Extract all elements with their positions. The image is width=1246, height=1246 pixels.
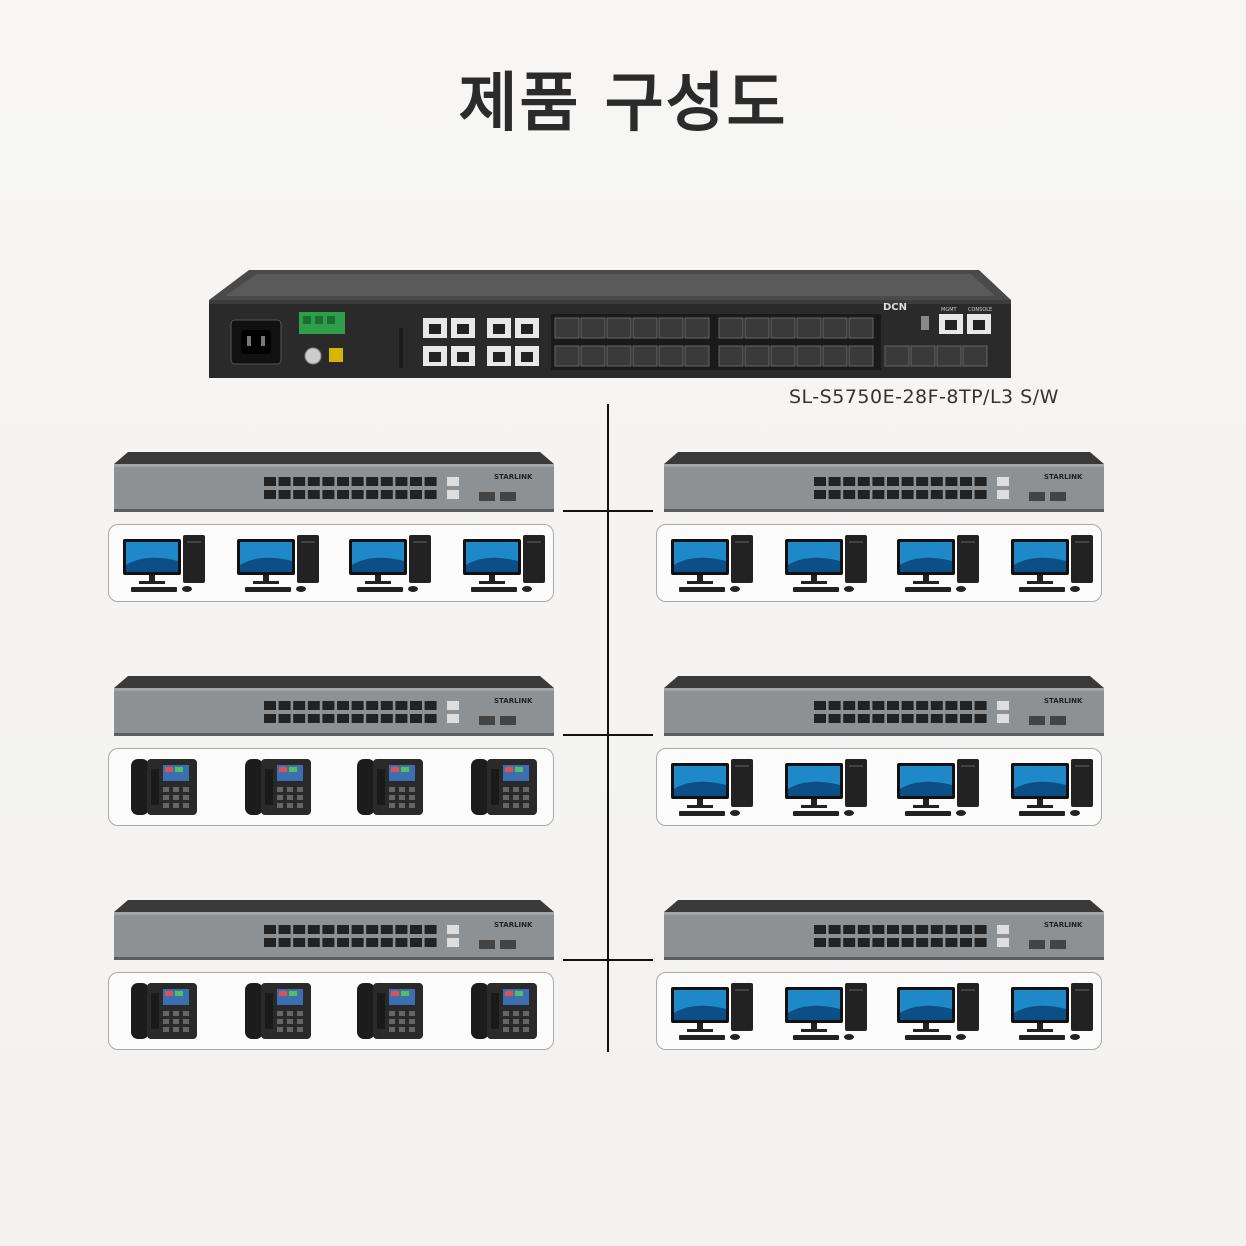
- access-switch-row1-left: STARLINK: [114, 452, 554, 512]
- ip-phone-icon: [121, 979, 211, 1045]
- page-title: 제품 구성도: [0, 52, 1246, 144]
- desktop-pc-icon: [669, 755, 759, 821]
- desktop-pc-icon: [895, 755, 985, 821]
- device-group-row2-left: [108, 748, 554, 826]
- core-brand: DCN: [883, 302, 907, 313]
- access-switch-row1-right: STARLINK: [664, 452, 1104, 512]
- desktop-pc-icon: [895, 531, 985, 597]
- core-console-port-label: CONSOLE: [968, 307, 992, 313]
- core-switch: [209, 270, 1011, 378]
- desktop-pc-icon: [347, 531, 437, 597]
- ip-phone-icon: [347, 755, 437, 821]
- desktop-pc-icon: [1009, 531, 1099, 597]
- link-line-row1: [563, 510, 653, 512]
- core-mgmt-port-label: MGMT: [941, 307, 957, 313]
- svg-text:STARLINK: STARLINK: [1044, 473, 1083, 481]
- desktop-pc-icon: [235, 531, 325, 597]
- ip-phone-icon: [461, 979, 551, 1045]
- desktop-pc-icon: [783, 531, 873, 597]
- device-group-row1-right: [656, 524, 1102, 602]
- ip-phone-icon: [347, 979, 437, 1045]
- desktop-pc-icon: [1009, 755, 1099, 821]
- svg-text:STARLINK: STARLINK: [1044, 921, 1083, 929]
- desktop-pc-icon: [783, 755, 873, 821]
- device-group-row1-left: [108, 524, 554, 602]
- svg-text:STARLINK: STARLINK: [494, 473, 533, 481]
- ip-phone-icon: [235, 979, 325, 1045]
- device-group-row3-left: [108, 972, 554, 1050]
- access-switch-row3-left: STARLINK: [114, 900, 554, 960]
- device-group-row2-right: [656, 748, 1102, 826]
- svg-text:STARLINK: STARLINK: [494, 921, 533, 929]
- desktop-pc-icon: [461, 531, 551, 597]
- desktop-pc-icon: [895, 979, 985, 1045]
- desktop-pc-icon: [669, 979, 759, 1045]
- link-line-row3: [563, 959, 653, 961]
- ip-phone-icon: [121, 755, 211, 821]
- desktop-pc-icon: [1009, 979, 1099, 1045]
- access-switch-row2-right: STARLINK: [664, 676, 1104, 736]
- device-group-row3-right: [656, 972, 1102, 1050]
- access-switch-row2-left: STARLINK: [114, 676, 554, 736]
- ip-phone-icon: [461, 755, 551, 821]
- core-switch-image: [209, 270, 1011, 378]
- desktop-pc-icon: [669, 531, 759, 597]
- svg-text:STARLINK: STARLINK: [494, 697, 533, 705]
- core-switch-model-label: SL-S5750E-28F-8TP/L3 S/W: [789, 386, 1059, 408]
- ip-phone-icon: [235, 755, 325, 821]
- svg-text:STARLINK: STARLINK: [1044, 697, 1083, 705]
- backbone-line: [607, 404, 609, 1052]
- desktop-pc-icon: [121, 531, 211, 597]
- access-switch-row3-right: STARLINK: [664, 900, 1104, 960]
- desktop-pc-icon: [783, 979, 873, 1045]
- link-line-row2: [563, 734, 653, 736]
